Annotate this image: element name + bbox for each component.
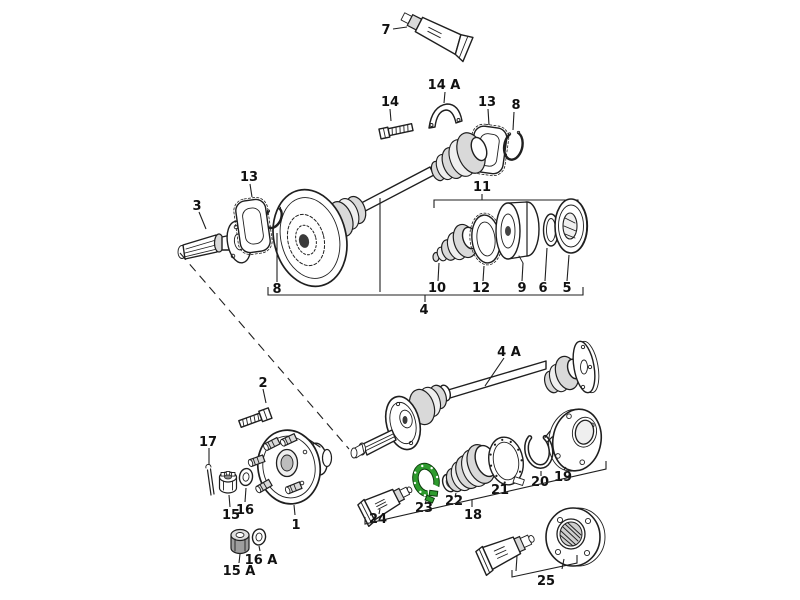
part-10-cv-boot[interactable]	[432, 221, 481, 282]
pointer-line-15	[228, 494, 231, 508]
part-label-14[interactable]: 14	[381, 95, 399, 110]
pointer-line-19	[563, 466, 567, 471]
part-25-grease-tube[interactable]	[475, 526, 540, 577]
pointer-line-25-tube	[515, 555, 518, 572]
part-label-13-left[interactable]: 13	[240, 170, 258, 185]
pointer-line-23	[424, 500, 427, 505]
part-14-bolt[interactable]	[378, 108, 414, 140]
part-19-flange[interactable]	[544, 405, 606, 476]
part-label-22[interactable]: 22	[445, 494, 463, 509]
part-label-4a[interactable]: 4 A	[497, 345, 521, 360]
part-label-4[interactable]: 4	[419, 303, 428, 318]
part-label-8-mid[interactable]: 8	[272, 282, 281, 297]
pointer-line-16a	[258, 545, 261, 552]
part-4a-drive-shaft-lower[interactable]	[350, 340, 602, 459]
part-2-bolt[interactable]	[238, 388, 273, 429]
part-8-snap-ring-top[interactable]	[502, 111, 524, 161]
pointer-line-9	[521, 262, 524, 282]
part-label-13-top[interactable]: 13	[478, 95, 496, 110]
part-24-grease-tube[interactable]	[357, 478, 418, 527]
part-label-5[interactable]: 5	[562, 281, 571, 296]
part-label-21[interactable]: 21	[491, 483, 509, 498]
pointer-line-25-flange	[561, 558, 565, 570]
part-label-16a[interactable]: 16 A	[245, 553, 278, 568]
part-label-15a[interactable]: 15 A	[223, 564, 256, 579]
part-label-19[interactable]: 19	[554, 470, 572, 485]
pointer-line-10	[437, 262, 440, 282]
bracket-4	[267, 198, 584, 302]
pointer-line-21	[500, 482, 504, 487]
bracket-25	[511, 555, 578, 578]
bracket-18	[364, 461, 607, 525]
part-label-2[interactable]: 2	[258, 376, 267, 391]
pointer-line-24	[378, 508, 381, 515]
part-label-7[interactable]: 7	[381, 23, 390, 38]
part-16a-washer[interactable]	[251, 528, 267, 552]
pointer-line-2	[262, 388, 267, 404]
part-13-gasket-left[interactable]	[232, 196, 273, 256]
part-17-cotter-pin[interactable]	[205, 448, 215, 496]
pointer-line-7	[392, 26, 408, 30]
pointer-line-13-left	[249, 183, 253, 198]
part-9-joint-housing[interactable]	[495, 201, 540, 282]
part-23-boot-clamp-highlighted[interactable]	[409, 460, 446, 506]
part-21-boot-clamp[interactable]	[485, 434, 527, 490]
part-label-15[interactable]: 15	[222, 508, 240, 523]
part-label-10[interactable]: 10	[428, 281, 446, 296]
part-1-wheel-hub[interactable]	[247, 425, 333, 516]
part-22-cv-boot[interactable]	[440, 441, 501, 498]
part-label-24[interactable]: 24	[369, 512, 387, 527]
part-label-14a[interactable]: 14 A	[428, 78, 461, 93]
pointer-line-15a	[238, 553, 241, 564]
part-label-20[interactable]: 20	[531, 475, 549, 490]
pointer-line-14	[389, 108, 392, 122]
pointer-line-16	[244, 487, 247, 503]
pointer-line-6	[544, 247, 548, 282]
pointer-line-1	[293, 504, 296, 516]
part-20-clamp[interactable]	[524, 430, 558, 476]
part-7-grease-tube[interactable]	[392, 5, 475, 63]
part-14a-half-moon-clamp[interactable]	[428, 91, 463, 129]
pointer-line-4a	[484, 357, 505, 387]
part-15a-nut[interactable]	[230, 528, 250, 564]
part-25-splined-flange[interactable]	[545, 507, 606, 570]
reference-line-dashed	[179, 252, 350, 450]
part-label-25[interactable]: 25	[537, 574, 555, 589]
part-5-bearing[interactable]	[554, 198, 589, 282]
part-15-castle-nut[interactable]	[218, 471, 238, 508]
part-label-1[interactable]: 1	[291, 518, 300, 533]
pointer-line-14a	[443, 91, 446, 104]
part-label-17[interactable]: 17	[199, 435, 217, 450]
pointer-line-12	[482, 265, 485, 282]
part-16-washer[interactable]	[238, 467, 254, 503]
part-4-drive-shaft-upper[interactable]	[263, 129, 490, 294]
pointer-line-5	[566, 254, 570, 282]
part-label-3[interactable]: 3	[192, 199, 201, 214]
part-label-16[interactable]: 16	[236, 503, 254, 518]
part-label-12[interactable]: 12	[472, 281, 490, 296]
pointer-line-22	[454, 492, 457, 498]
part-label-23[interactable]: 23	[415, 501, 433, 516]
pointer-line-8-top	[512, 111, 515, 131]
part-label-6[interactable]: 6	[538, 281, 547, 296]
part-label-11[interactable]: 11	[473, 180, 491, 195]
pointer-line-3	[198, 211, 207, 230]
part-label-8-top[interactable]: 8	[511, 98, 520, 113]
part-label-9[interactable]: 9	[517, 281, 526, 296]
pointer-line-13-top	[487, 108, 490, 126]
part-label-18[interactable]: 18	[464, 508, 482, 523]
